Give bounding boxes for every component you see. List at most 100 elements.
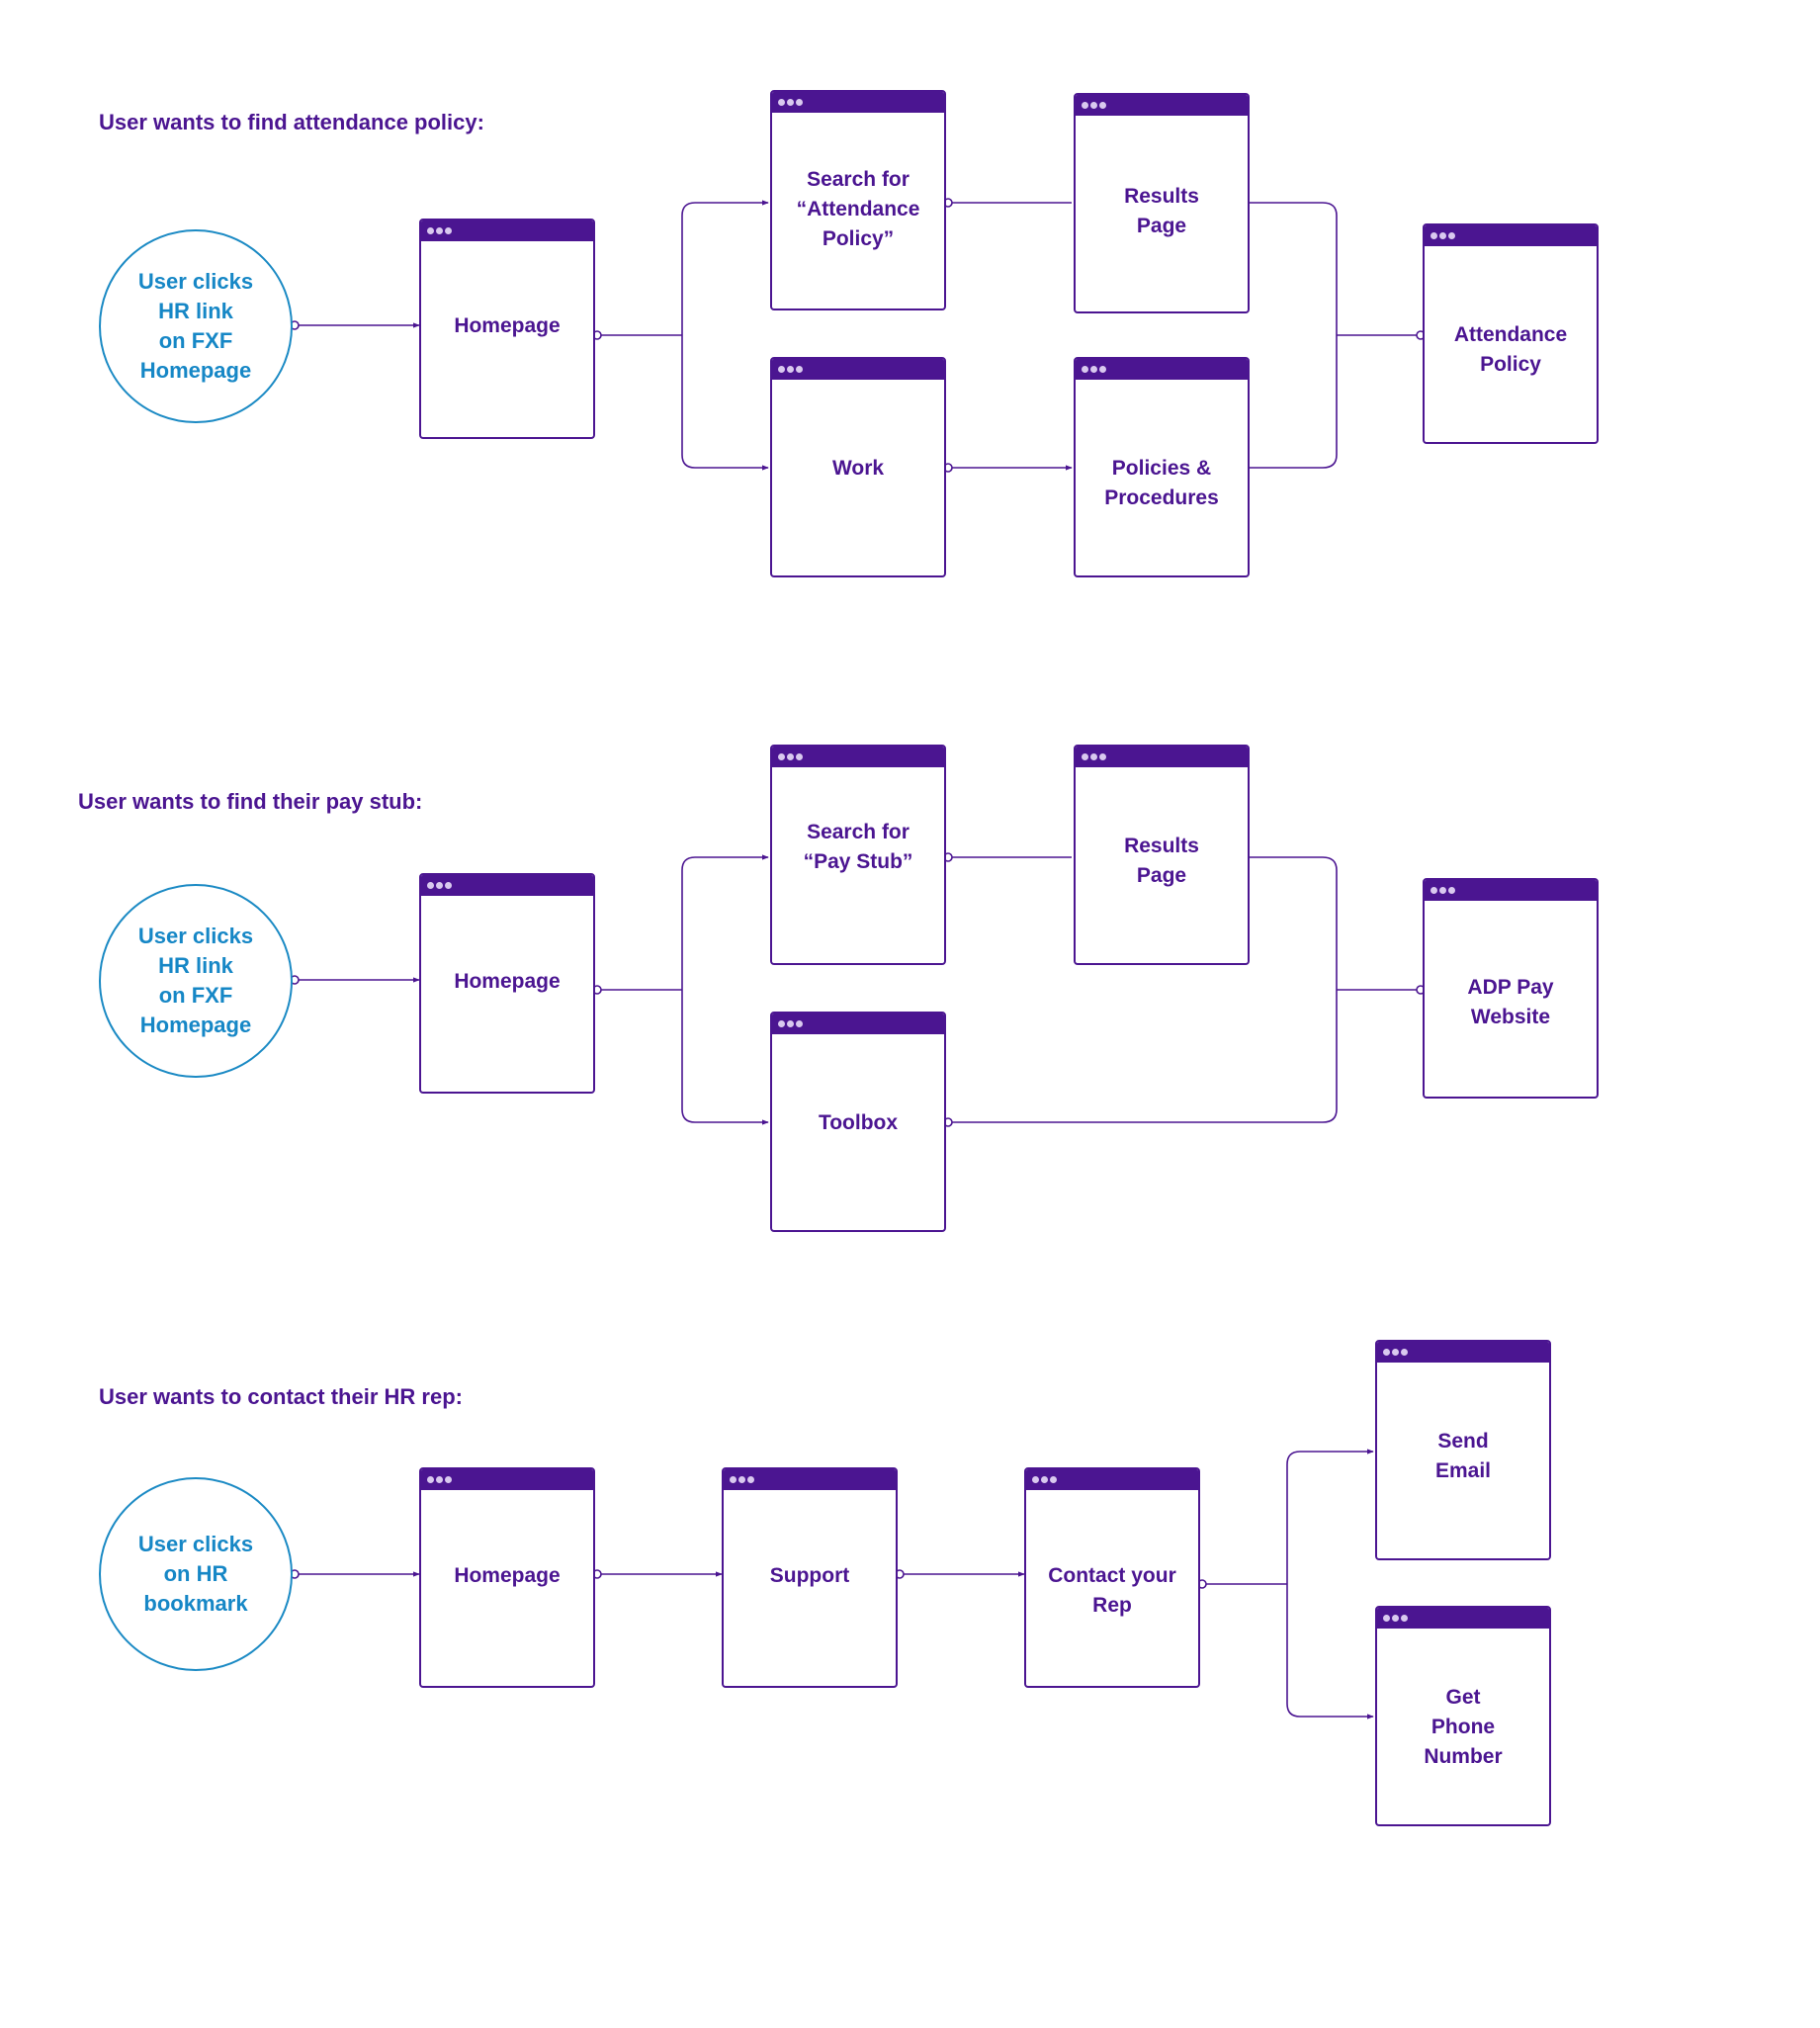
window-titlebar — [421, 220, 593, 241]
start-node-label: User clicks HR link on FXF Homepage — [137, 924, 254, 1037]
page-get-phone-number: Get Phone Number — [1375, 1606, 1551, 1826]
page-label: Search for “Pay Stub” — [803, 821, 913, 873]
page-results: Results Page — [1074, 745, 1250, 965]
page-label: Search for “Attendance Policy” — [796, 168, 920, 250]
page-label: ADP Pay Website — [1467, 976, 1554, 1028]
page-policies-procedures: Policies & Procedures — [1074, 357, 1250, 577]
page-contact-your-rep: Contact your Rep — [1024, 1467, 1200, 1688]
window-dot-icon — [778, 1020, 785, 1027]
window-titlebar — [772, 92, 944, 113]
window-dot-icon — [730, 1476, 737, 1483]
start-node-label: User clicks HR link on FXF Homepage — [137, 269, 254, 383]
connector-toolbox-merge — [948, 990, 1338, 1123]
page-label: Results Page — [1124, 835, 1199, 887]
page-label: Support — [769, 1564, 850, 1587]
page-homepage: Homepage — [419, 1467, 595, 1688]
window-dot-icon — [1392, 1615, 1399, 1622]
window-titlebar — [1076, 95, 1248, 116]
window-dot-icon — [1099, 102, 1106, 109]
page-label: Homepage — [454, 1564, 561, 1587]
window-dot-icon — [796, 753, 803, 760]
window-titlebar — [1425, 880, 1597, 901]
page-label: Homepage — [454, 314, 561, 337]
window-dot-icon — [787, 366, 794, 373]
window-dot-icon — [787, 753, 794, 760]
page-label: Policies & Procedures — [1104, 457, 1219, 509]
window-titlebar — [1377, 1342, 1549, 1363]
window-dot-icon — [436, 882, 443, 889]
flow-title-attendance: User wants to find attendance policy: — [99, 110, 484, 134]
window-dot-icon — [1050, 1476, 1057, 1483]
window-titlebar — [724, 1469, 896, 1490]
page-attendance-policy: Attendance Policy — [1423, 223, 1599, 444]
window-dot-icon — [778, 366, 785, 373]
window-dot-icon — [796, 1020, 803, 1027]
page-label: Results Page — [1124, 185, 1199, 237]
window-dot-icon — [427, 882, 434, 889]
window-titlebar — [421, 875, 593, 896]
window-dot-icon — [427, 227, 434, 234]
page-search-paystub: Search for “Pay Stub” — [770, 745, 946, 965]
page-send-email: Send Email — [1375, 1340, 1551, 1560]
window-titlebar — [1076, 359, 1248, 380]
page-label: Homepage — [454, 970, 561, 993]
connector-policies-merge — [1250, 335, 1338, 469]
window-dot-icon — [1082, 366, 1088, 373]
window-dot-icon — [1099, 366, 1106, 373]
window-titlebar — [772, 747, 944, 767]
window-dot-icon — [1090, 366, 1097, 373]
window-dot-icon — [778, 753, 785, 760]
start-node-attendance: User clicks HR link on FXF Homepage — [99, 229, 293, 423]
window-dot-icon — [1082, 753, 1088, 760]
window-dot-icon — [1090, 753, 1097, 760]
window-dot-icon — [1430, 232, 1437, 239]
connector-split-search — [681, 854, 769, 990]
page-label: Send Email — [1434, 1430, 1492, 1482]
connector-results-merge — [1250, 856, 1338, 990]
window-dot-icon — [1041, 1476, 1048, 1483]
window-dot-icon — [1090, 102, 1097, 109]
window-dot-icon — [1430, 887, 1437, 894]
page-label: Toolbox — [818, 1111, 899, 1134]
connector-results-merge — [1250, 202, 1338, 335]
page-label: Attendance Policy — [1453, 323, 1568, 376]
window-dot-icon — [1401, 1349, 1408, 1356]
window-dot-icon — [738, 1476, 745, 1483]
window-titlebar — [1076, 747, 1248, 767]
window-dot-icon — [1032, 1476, 1039, 1483]
start-node-hr-rep: User clicks on HR bookmark — [99, 1477, 293, 1671]
window-titlebar — [1026, 1469, 1198, 1490]
start-node-paystub: User clicks HR link on FXF Homepage — [99, 884, 293, 1078]
window-titlebar — [1377, 1608, 1549, 1629]
window-dot-icon — [445, 227, 452, 234]
window-titlebar — [421, 1469, 593, 1490]
page-label: Get Phone Number — [1424, 1686, 1503, 1768]
window-dot-icon — [1448, 887, 1455, 894]
window-dot-icon — [1383, 1615, 1390, 1622]
connector-split-phone — [1286, 1584, 1374, 1719]
window-titlebar — [772, 1014, 944, 1034]
window-dot-icon — [445, 1476, 452, 1483]
page-label: Work — [831, 457, 885, 480]
window-dot-icon — [1099, 753, 1106, 760]
window-dot-icon — [1392, 1349, 1399, 1356]
connector-split-toolbox — [681, 990, 769, 1125]
page-search-attendance: Search for “Attendance Policy” — [770, 90, 946, 310]
window-dot-icon — [1082, 102, 1088, 109]
window-dot-icon — [445, 882, 452, 889]
window-dot-icon — [436, 227, 443, 234]
start-node-label: User clicks on HR bookmark — [137, 1532, 254, 1616]
flow-title-paystub: User wants to find their pay stub: — [78, 789, 423, 814]
page-homepage: Homepage — [419, 219, 595, 439]
window-titlebar — [1425, 225, 1597, 246]
page-results: Results Page — [1074, 93, 1250, 313]
window-dot-icon — [796, 99, 803, 106]
window-dot-icon — [778, 99, 785, 106]
window-dot-icon — [1448, 232, 1455, 239]
window-titlebar — [772, 359, 944, 380]
window-dot-icon — [796, 366, 803, 373]
connector-split-email — [1286, 1449, 1374, 1584]
page-support: Support — [722, 1467, 898, 1688]
window-dot-icon — [1383, 1349, 1390, 1356]
